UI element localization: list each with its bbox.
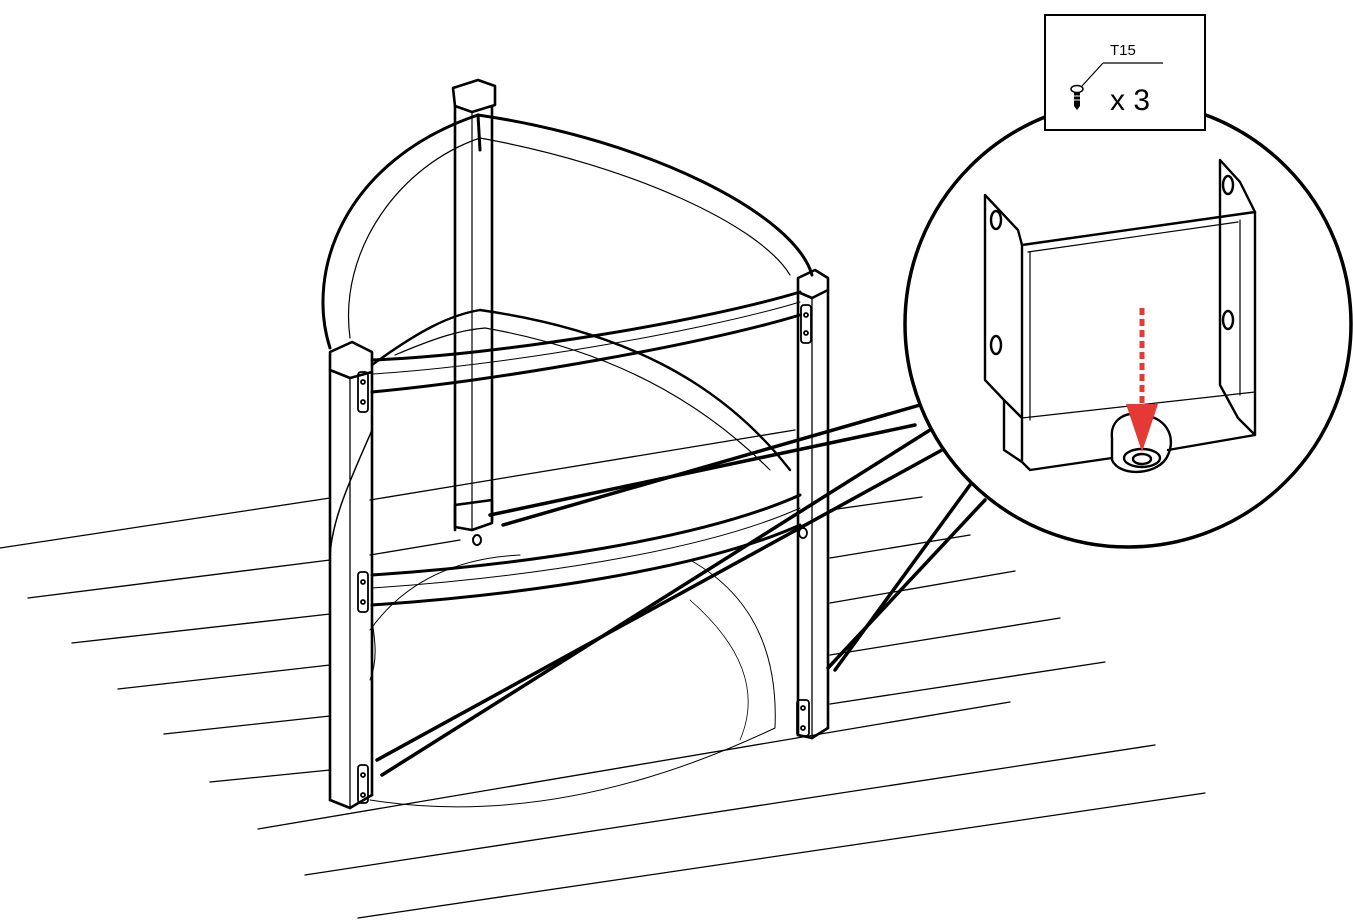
dome — [369, 554, 776, 808]
insert-direction-arrow — [1126, 308, 1158, 452]
middle-ring — [370, 308, 792, 472]
left-post — [328, 340, 374, 810]
back-post-hole — [472, 534, 482, 546]
torx-screw-icon — [1070, 84, 1084, 110]
upper-ring — [321, 113, 814, 394]
screw-quantity-label: x 3 — [1110, 84, 1150, 117]
floor-planks — [0, 429, 1206, 919]
parts-callout-box: T15 x 3 — [1044, 14, 1206, 131]
leader-lines — [375, 403, 987, 777]
u-bracket — [983, 158, 1257, 472]
back-post — [451, 78, 497, 532]
left-post-brackets — [357, 371, 369, 804]
detail-magnifier — [903, 99, 1353, 549]
lower-ring — [329, 429, 802, 681]
screw-code-label: T15 — [1110, 42, 1136, 59]
